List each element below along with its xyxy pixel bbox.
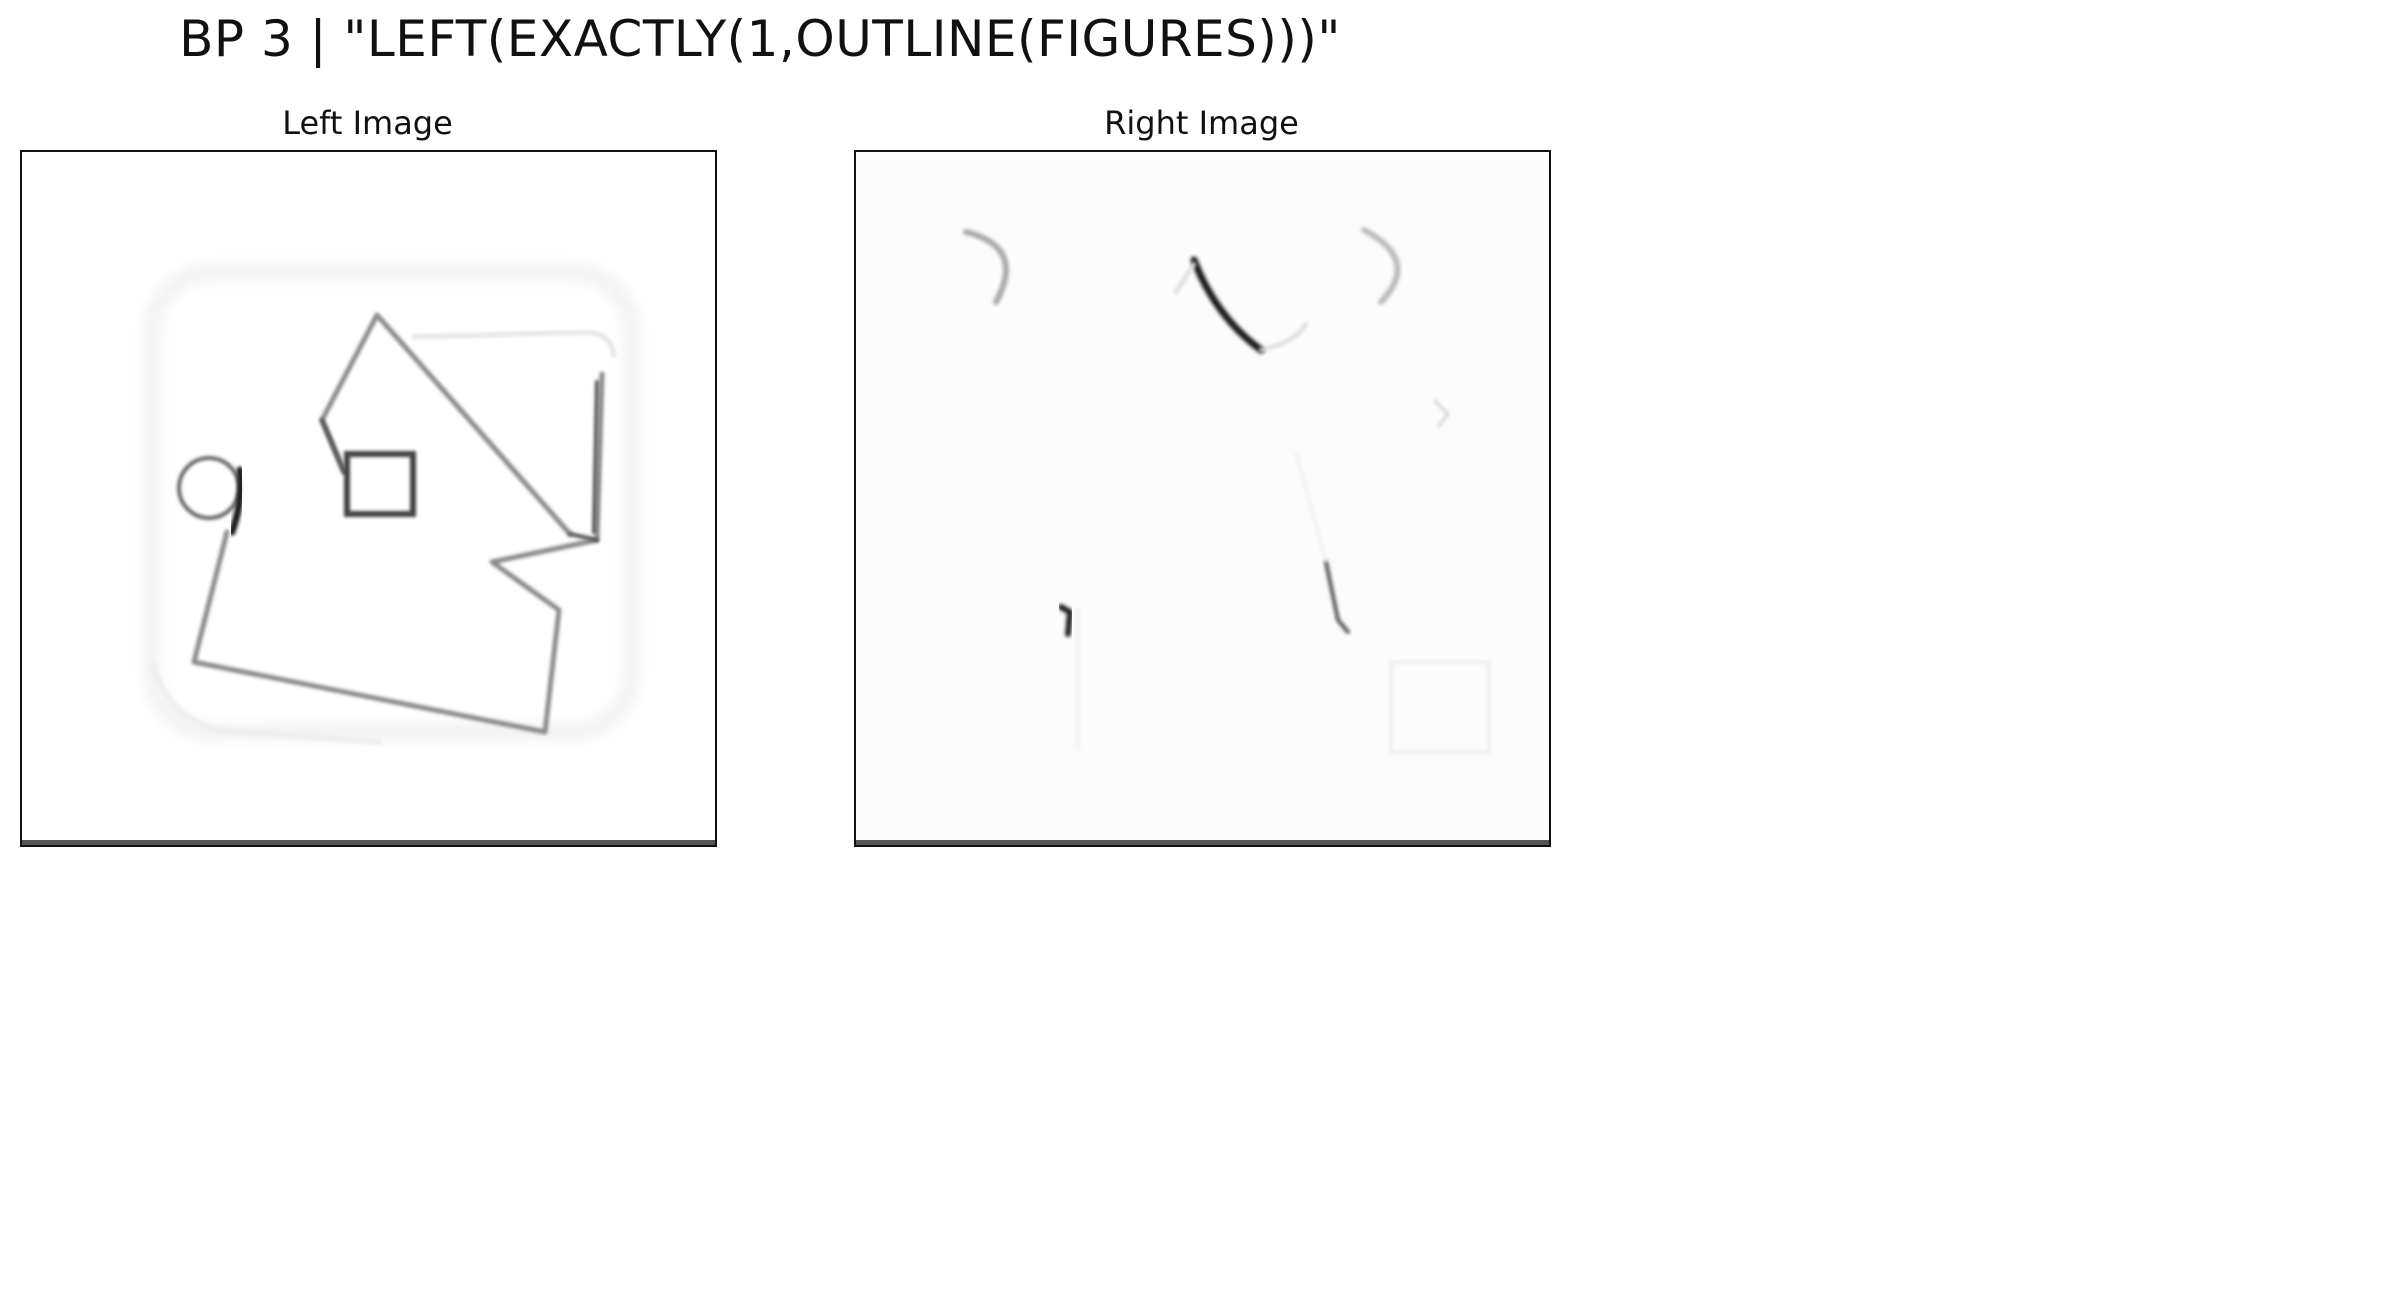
diagonal-stroke-faint-tail bbox=[1174, 262, 1308, 352]
outline-figure-dark-segments bbox=[320, 380, 599, 542]
left-panel-bottom-edge bbox=[22, 840, 715, 845]
outline-figure bbox=[191, 312, 605, 735]
left-image-drawing bbox=[144, 264, 640, 745]
right-image-panel bbox=[854, 150, 1551, 847]
small-faint-mark bbox=[1432, 398, 1450, 428]
small-dark-blob bbox=[1058, 604, 1074, 637]
right-panel-bottom-edge bbox=[856, 840, 1549, 845]
dark-diagonal-stroke bbox=[1190, 256, 1265, 354]
small-circle-outline bbox=[177, 456, 241, 520]
faint-vertical-guides bbox=[1076, 451, 1328, 750]
ghost-bottom-stroke bbox=[149, 661, 383, 745]
ghost-corner-stroke bbox=[411, 329, 617, 358]
left-image-panel bbox=[20, 150, 717, 847]
figure-title: BP 3 | "LEFT(EXACTLY(1,OUTLINE(FIGURES))… bbox=[179, 10, 1341, 68]
right-panel-title: Right Image bbox=[1104, 104, 1299, 142]
right-image-drawing bbox=[938, 227, 1491, 754]
thin-spike-stroke bbox=[1324, 560, 1350, 634]
left-panel-title: Left Image bbox=[282, 104, 453, 142]
background-halo bbox=[144, 264, 640, 740]
faint-square-outline bbox=[1389, 660, 1491, 754]
small-square-outline bbox=[344, 451, 416, 517]
left-crescent-stroke bbox=[963, 229, 1009, 305]
circle-tail-stroke bbox=[228, 466, 245, 536]
right-crescent-stroke bbox=[1361, 227, 1401, 305]
